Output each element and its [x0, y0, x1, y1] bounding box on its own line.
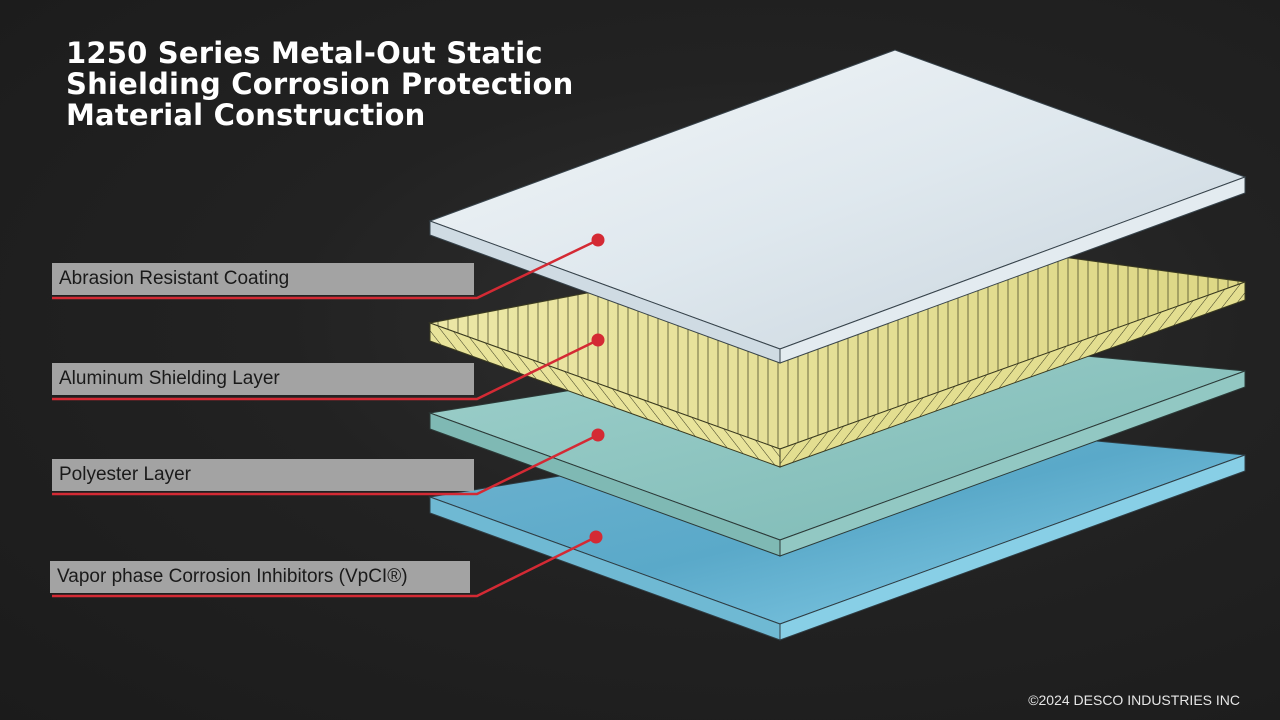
label-vpci-layer: Vapor phase Corrosion Inhibitors (VpCI®) — [50, 561, 470, 593]
leader-line-vpci — [52, 535, 597, 598]
leader-dot-aluminum — [591, 333, 605, 347]
label-abrasion-resistant-coating: Abrasion Resistant Coating — [52, 263, 474, 295]
label-aluminum-shielding-layer: Aluminum Shielding Layer — [52, 363, 474, 395]
page-title: 1250 Series Metal-Out Static Shielding C… — [66, 38, 666, 131]
layer-coating — [428, 49, 1247, 364]
leader-dot-coating — [591, 233, 605, 247]
copyright-notice: ©2024 DESCO INDUSTRIES INC — [1028, 692, 1240, 708]
title-line-3: Material Construction — [66, 98, 426, 132]
leader-dots — [589, 233, 605, 544]
title-line-1: 1250 Series Metal-Out Static — [66, 36, 543, 70]
label-polyester-layer: Polyester Layer — [52, 459, 474, 491]
leader-dot-polyester — [591, 428, 605, 442]
leader-line-coating — [52, 238, 599, 300]
title-line-2: Shielding Corrosion Protection — [66, 67, 574, 101]
aluminum-hatch-lines — [437, 257, 1239, 449]
leader-line-polyester — [52, 433, 599, 496]
leader-line-aluminum — [52, 338, 599, 401]
leader-lines — [52, 238, 599, 598]
leader-dot-vpci — [589, 530, 603, 544]
